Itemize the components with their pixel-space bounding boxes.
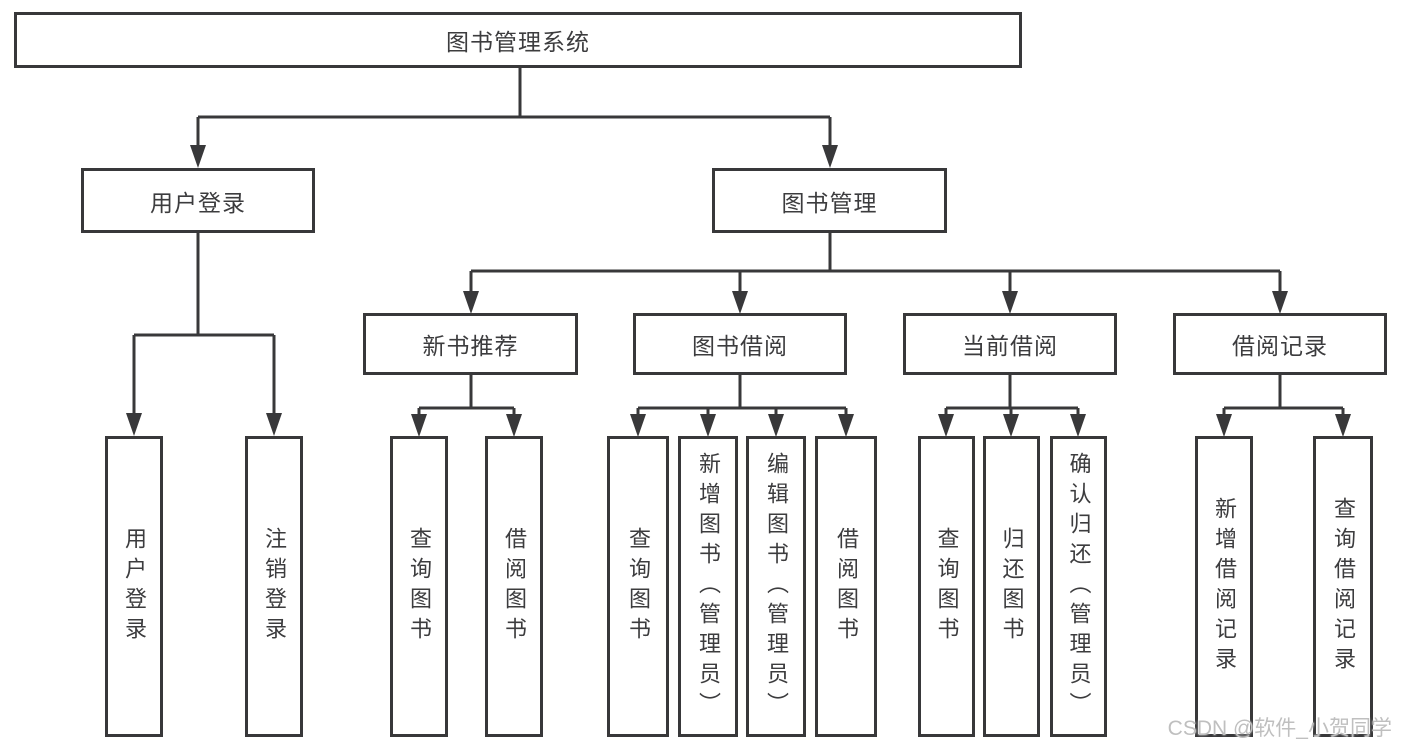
node-login: 用户登录 — [105, 436, 163, 737]
arrowhead — [411, 414, 427, 437]
arrowhead — [1272, 291, 1288, 314]
node-confirm-return-admin: 确认归还（管理员） — [1050, 436, 1107, 737]
node-borrow-records: 借阅记录 — [1173, 313, 1387, 375]
arrowhead — [1070, 414, 1086, 437]
edge-book-borrow-children — [630, 375, 854, 437]
node-query-books-current: 查询图书 — [918, 436, 975, 737]
arrowhead — [266, 413, 282, 436]
node-return-books: 归还图书 — [983, 436, 1040, 737]
arrowhead — [938, 414, 954, 437]
node-book-borrow: 图书借阅 — [633, 313, 847, 375]
node-add-books-admin: 新增图书（管理员） — [678, 436, 738, 737]
node-logout: 注销登录 — [245, 436, 303, 737]
edge-borrow-records-children — [1216, 375, 1351, 437]
arrowhead — [1003, 414, 1019, 437]
node-borrow-books: 借阅图书 — [815, 436, 877, 737]
edge-book-management-children — [463, 233, 1288, 314]
edge-user-login-children — [126, 233, 282, 436]
edge-current-borrow-children — [938, 375, 1086, 437]
node-borrow-books-recommend: 借阅图书 — [485, 436, 543, 737]
arrowhead — [190, 145, 206, 168]
arrowhead — [1002, 291, 1018, 314]
node-add-borrow-record: 新增借阅记录 — [1195, 436, 1253, 737]
arrowhead — [126, 413, 142, 436]
node-book-management: 图书管理 — [712, 168, 947, 233]
edge-new-book-recommend-children — [411, 375, 522, 437]
arrowhead — [822, 145, 838, 168]
arrowhead — [732, 291, 748, 314]
arrowhead — [838, 414, 854, 437]
arrowhead — [1216, 414, 1232, 437]
arrowhead — [506, 414, 522, 437]
arrowhead — [700, 414, 716, 437]
node-user-login: 用户登录 — [81, 168, 315, 233]
node-query-books-recommend: 查询图书 — [390, 436, 448, 737]
node-new-book-recommend: 新书推荐 — [363, 313, 578, 375]
arrowhead — [1335, 414, 1351, 437]
csdn-watermark: CSDN @软件_小贺同学 — [1167, 717, 1392, 740]
node-query-books-borrow: 查询图书 — [607, 436, 669, 737]
node-library-management-system: 图书管理系统 — [14, 12, 1022, 68]
edge-root-to-level1 — [190, 68, 838, 168]
node-query-borrow-record: 查询借阅记录 — [1313, 436, 1373, 737]
node-edit-books-admin: 编辑图书（管理员） — [746, 436, 806, 737]
arrowhead — [768, 414, 784, 437]
node-current-borrow: 当前借阅 — [903, 313, 1117, 375]
arrowhead — [463, 291, 479, 314]
arrowhead — [630, 414, 646, 437]
